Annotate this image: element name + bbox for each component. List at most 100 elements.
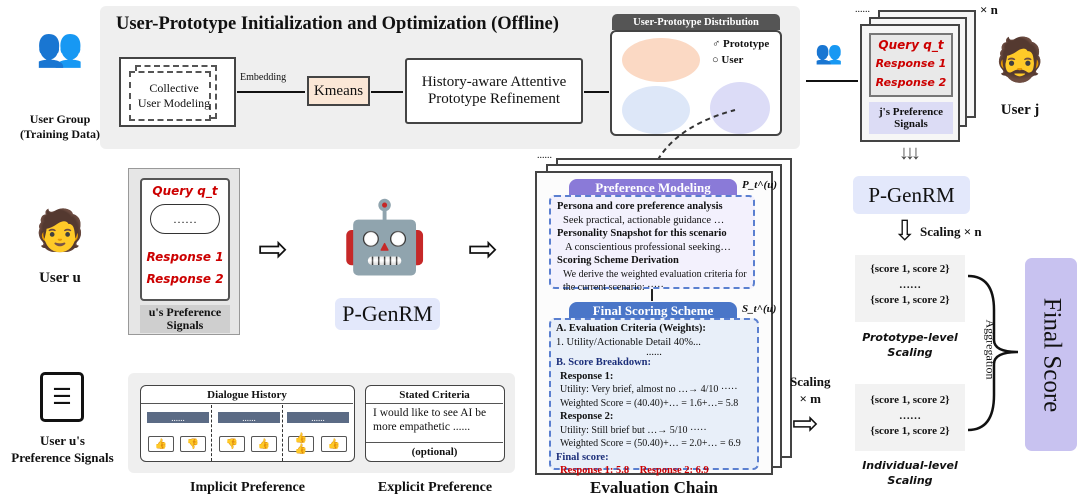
user-legend: ○ User [712,54,744,66]
pref-item-body: A conscientious professional seeking… [565,241,731,253]
pref-item-head: Personality Snapshot for this scenario [557,228,727,239]
pref-item-head: Scoring Scheme Derivation [557,255,679,266]
criteria-dots: ...... [646,347,662,358]
r1-utility: Utility: Very brief, almost no …→ 4/10 ·… [560,384,738,395]
signals-notebook-icon: ☰ [40,372,84,422]
dialogue-history-box: Dialogue History ...... ...... ...... 👍 … [140,385,355,462]
chat-bubble: ...... [218,412,280,423]
embedding-label: Embedding [240,72,287,83]
score-line: {score 1, score 2} [870,425,950,437]
r1-head: Response 1: [560,370,614,382]
user-u-avatar: 🧑 [35,207,85,253]
arrow [237,91,305,93]
thumbs-down-icon: 👎 [219,436,245,452]
arrow [371,91,403,93]
distribution-box: User-Prototype Distribution ♂ Prototype … [610,14,782,136]
user-group-label: User Group (Training Data) [19,112,101,141]
kmeans-box: Kmeans [307,76,370,106]
thumbs-up-icon: 👍 [251,436,277,452]
chat-bubble: ...... [147,412,209,423]
r2-weighted: Weighted Score = (50.40)+… = 2.0+… = 6.9 [560,438,741,449]
score-dots: …… [899,410,921,422]
triple-arrow: ↓↓↓ [899,142,921,164]
implicit-label: Implicit Preference [190,480,305,495]
j-signals-label: j's Preference Signals [869,102,953,134]
criteria-head: A. Evaluation Criteria (Weights): [556,323,706,334]
offline-title: User-Prototype Initialization and Optimi… [116,14,559,34]
scaling-m-label: Scaling × m [790,374,831,406]
stated-criteria-title: Stated Criteria [366,386,503,404]
user-j-label: User j [1000,102,1040,118]
hollow-arrow: ⇨ [792,405,819,441]
collective-modeling-box: Collective User Modeling [119,57,236,127]
hollow-arrow: ⇨ [258,229,289,269]
pref-item-head: Persona and core preference analysis [557,201,723,212]
final-r2: Response 2: 6.9 [639,465,709,476]
dialogue-history-title: Dialogue History [141,386,353,404]
hollow-down-arrow: ⇩ [893,216,917,247]
optional-label: (optional) [366,442,503,460]
times-n: × n [980,2,998,17]
pref-item-body: We derive the weighted evaluation criter… [563,268,747,294]
stated-criteria-text: I would like to see AI be more empatheti… [373,407,487,433]
thought-cloud: …… [150,204,220,234]
evaluation-title: Evaluation Chain [589,478,718,497]
robot-icon: 🤖 [341,199,429,277]
r2-utility: Utility: Still brief but …→ 5/10 ····· [560,424,707,436]
response-2: Response 2 [146,272,224,286]
aggregation-brace [967,274,1019,432]
model-label: P-GenRM [335,298,440,330]
r1-weighted: Weighted Score = (40.40)+… = 1.6+…= 5.8 [560,397,739,409]
preference-modeling-box: Persona and core preference analysis See… [549,195,755,293]
prototype-legend: ♂ Prototype [712,38,770,50]
criteria-item: 1. Utility/Actionable Detail 40%... [556,336,701,348]
thumbs-down-icon: 👎 [180,436,206,452]
user-u-label: User u [39,270,81,286]
stack-dots: ...... [855,4,870,15]
final-r1: Response 1: 5.8 [560,465,630,476]
breakdown-head: B. Score Breakdown: [556,357,651,368]
user-group-icon: 👥 [36,26,84,69]
final-score-label: Final Score [1038,297,1066,412]
final-head: Final score: [556,451,609,463]
stated-criteria-box: Stated Criteria I would like to see AI b… [365,385,505,462]
arrow [806,80,858,82]
score-line: {score 1, score 2} [870,263,950,275]
prototype-level-label: Prototype-level Scaling [862,331,958,359]
aggregation-label: Aggregation [983,319,998,380]
collective-label: Collective User Modeling [137,81,211,110]
refinement-box: History-aware Attentive Prototype Refine… [405,58,583,124]
preference-modeling-header: Preference Modeling [569,179,737,196]
query-label: Query q_t [878,38,944,52]
individual-scores-box: {score 1, score 2} …… {score 1, score 2} [855,384,965,451]
hollow-arrow: ⇨ [468,229,499,269]
final-score-box: Final Score [1025,258,1077,451]
chat-bubble: ...... [287,412,349,423]
u-signals-label: u's Preference Signals [140,305,230,333]
score-dots: …… [899,279,921,291]
response-1: Response 1 [875,57,947,70]
prototype-legend-label: Prototype [723,38,770,50]
score-line: {score 1, score 2} [870,394,950,406]
pref-item-body: Seek practical, actionable guidance … [563,214,725,226]
user-j-card: Query q_t Response 1 Response 2 j's Pref… [860,24,960,142]
thumbs-up-icon: 👍 [321,436,347,452]
score-line: {score 1, score 2} [870,294,950,306]
response-2: Response 2 [875,76,947,89]
individual-level-label: Individual-level Scaling [862,459,958,487]
explicit-label: Explicit Preference [377,480,493,495]
score-symbol: S_t^(u) [742,303,777,315]
scaling-n-label: Scaling × n [920,224,982,239]
response-1: Response 1 [146,250,224,264]
evaluation-sheet: Preference Modeling P_t^(u) Persona and … [535,171,777,476]
pref-symbol: P_t^(u) [742,179,777,191]
r2-head: Response 2: [560,411,614,422]
signals-label: User u's Preference Signals [11,433,114,465]
query-label: Query q_t [152,184,218,198]
user-u-signals-card: Query q_t …… Response 1 Response 2 u's P… [128,168,240,335]
stack-dots: ...... [537,150,552,161]
double-thumbs-up-icon: 👍👍 [288,433,314,455]
final-scoring-header: Final Scoring Scheme [569,302,737,319]
user-legend-label: User [721,54,744,66]
prototype-scores-box: {score 1, score 2} …… {score 1, score 2} [855,255,965,322]
